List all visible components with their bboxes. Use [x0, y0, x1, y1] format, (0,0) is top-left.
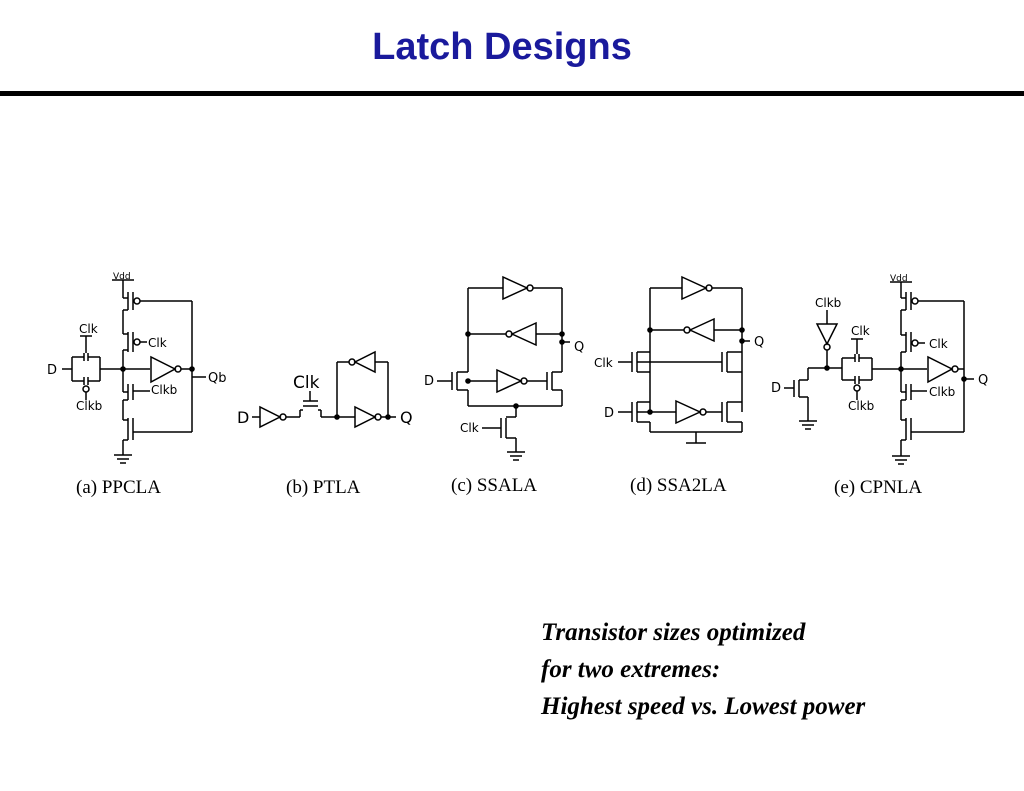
cpnla-clkb-pass-label: Clkb	[848, 399, 874, 413]
title-divider	[0, 91, 1024, 96]
ppcla-d-label: D	[47, 363, 57, 378]
ssala-caption: (c) SSALA	[451, 475, 537, 496]
cpnla-clk-pass-label: Clk	[851, 324, 870, 338]
circuit-ppcla	[62, 279, 206, 464]
notes-line-2: for two extremes:	[541, 656, 721, 683]
notes-line-3: Highest speed vs. Lowest power	[541, 693, 866, 720]
circuit-cpnla	[784, 281, 974, 465]
ssa2la-q-label: Q	[754, 335, 764, 350]
ppcla-vdd-label: Vdd	[113, 272, 131, 282]
ssala-q-label: Q	[574, 340, 584, 355]
ppcla-clk-pass-label: Clk	[79, 322, 98, 336]
cpnla-caption: (e) CPNLA	[834, 477, 922, 498]
ssa2la-clk-label: Clk	[594, 356, 613, 370]
cpnla-clkb-top-label: Clkb	[815, 296, 841, 310]
slide-title: Latch Designs	[372, 26, 632, 68]
circuit-ssa2la	[618, 275, 750, 444]
ptla-clk-label: Clk	[293, 373, 320, 393]
circuit-ptla	[252, 350, 396, 429]
ssala-clk-label: Clk	[460, 421, 479, 435]
ptla-d-label: D	[237, 408, 249, 427]
design-notes: Transistor sizes optimized for two extre…	[541, 614, 865, 725]
ptla-caption: (b) PTLA	[286, 477, 361, 498]
ppcla-clk-stack-label: Clk	[148, 336, 167, 350]
ssala-d-label: D	[424, 374, 434, 389]
cpnla-q-label: Q	[978, 373, 988, 388]
ptla-q-label: Q	[400, 408, 413, 427]
ppcla-caption: (a) PPCLA	[76, 477, 161, 498]
ssa2la-d-label: D	[604, 406, 614, 421]
cpnla-clk-stack-label: Clk	[929, 337, 948, 351]
cpnla-d-label: D	[771, 381, 781, 396]
notes-line-1: Transistor sizes optimized	[541, 619, 806, 646]
circuit-ssala	[437, 275, 570, 461]
ssa2la-caption: (d) SSA2LA	[630, 475, 727, 496]
ppcla-clkb-pass-label: Clkb	[76, 399, 102, 413]
cpnla-clkb-stack-label: Clkb	[929, 385, 955, 399]
cpnla-vdd-label: Vdd	[890, 274, 908, 284]
ppcla-clkb-stack-label: Clkb	[151, 383, 177, 397]
ppcla-qb-label: Qb	[208, 371, 226, 386]
